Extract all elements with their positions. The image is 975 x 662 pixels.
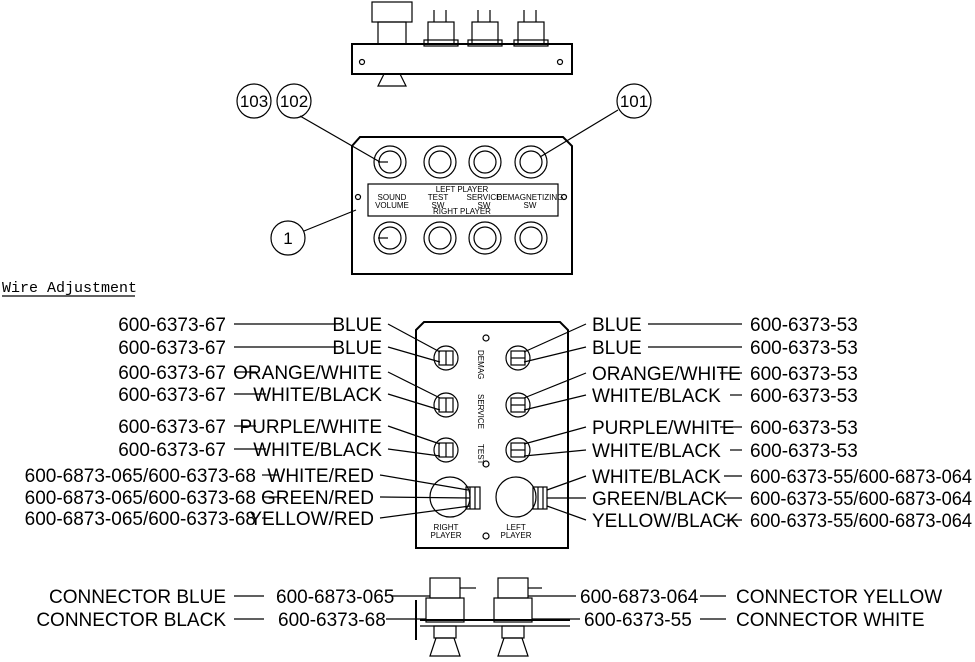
leader-1 bbox=[303, 209, 357, 232]
bottom-panel-right-label: RIGHT bbox=[434, 523, 459, 532]
connector-part: 600-6373-68 bbox=[278, 610, 386, 631]
connector-part: 600-6373-55 bbox=[584, 610, 692, 631]
right-wire-color: ORANGE/WHITE bbox=[592, 364, 741, 385]
switch-test-right-player bbox=[433, 437, 459, 463]
right-wire-part: 600-6373-55/600-6873-064 bbox=[750, 467, 972, 488]
switch-test-left-player bbox=[505, 437, 531, 463]
left-wire-color: BLUE bbox=[332, 338, 382, 359]
callout-1: 1 bbox=[270, 220, 306, 256]
connector-name: CONNECTOR BLUE bbox=[49, 587, 226, 608]
top-panel-left-player: LEFT PLAYER bbox=[436, 185, 489, 194]
bottom-side-view bbox=[415, 577, 570, 657]
left-wire-color: YELLOW/RED bbox=[249, 509, 374, 530]
callout-103-label: 103 bbox=[240, 92, 268, 111]
leader-101 bbox=[539, 109, 619, 158]
top-panel-volume-label: VOLUME bbox=[375, 201, 409, 210]
bottom-panel-right-player-label: PLAYER bbox=[431, 531, 462, 540]
left-wire-list: 600-6373-67 BLUE 600-6373-67 BLUE 600-63… bbox=[25, 315, 471, 530]
callout-102-label: 102 bbox=[280, 92, 308, 111]
connector-labels-right: 600-6873-064 CONNECTOR YELLOW 600-6373-5… bbox=[528, 587, 942, 631]
left-wire-color: BLUE bbox=[332, 315, 382, 336]
top-panel-demag-label: DEMAGNETIZING bbox=[497, 193, 564, 202]
top-panel-demag-sw-label: SW bbox=[524, 201, 537, 210]
right-wire-part: 600-6373-53 bbox=[750, 364, 858, 385]
right-wire-part: 600-6373-53 bbox=[750, 338, 858, 359]
right-wire-part: 600-6373-53 bbox=[750, 315, 858, 336]
left-wire-part: 600-6373-67 bbox=[118, 385, 226, 406]
callout-101: 101 bbox=[616, 83, 652, 119]
sound-volume-knob-left bbox=[373, 145, 407, 179]
connector-part: 600-6873-065 bbox=[276, 587, 394, 608]
right-wire-part: 600-6373-53 bbox=[750, 418, 858, 439]
left-wire-part: 600-6373-67 bbox=[118, 440, 226, 461]
left-wire-color: WHITE/RED bbox=[267, 466, 374, 487]
sound-volume-knob-right bbox=[373, 221, 407, 255]
right-wire-color: PURPLE/WHITE bbox=[592, 418, 735, 439]
connector-labels-left: CONNECTOR BLUE 600-6873-065 CONNECTOR BL… bbox=[36, 587, 430, 631]
service-switch-right bbox=[468, 221, 502, 255]
left-wire-part: 600-6373-67 bbox=[118, 338, 226, 359]
switch-demag-left-player bbox=[505, 345, 531, 371]
connector-name: CONNECTOR WHITE bbox=[736, 610, 925, 631]
left-wire-color: PURPLE/WHITE bbox=[239, 417, 382, 438]
bottom-panel-left-player-label: PLAYER bbox=[501, 531, 532, 540]
bottom-panel-service: SERVICE bbox=[476, 394, 485, 429]
switch-service-right-player bbox=[433, 392, 459, 418]
left-wire-color: GREEN/RED bbox=[261, 488, 374, 509]
right-wire-color: BLUE bbox=[592, 315, 642, 336]
left-wire-part: 600-6373-67 bbox=[118, 363, 226, 384]
connector-part: 600-6873-064 bbox=[580, 587, 699, 608]
volume-left-player bbox=[495, 476, 548, 518]
right-wire-color: BLUE bbox=[592, 338, 642, 359]
right-wire-color: WHITE/BLACK bbox=[592, 441, 721, 462]
top-panel: LEFT PLAYER RIGHT PLAYER SOUND VOLUME TE… bbox=[351, 136, 573, 275]
right-wire-list: BLUE 600-6373-53 BLUE 600-6373-53 ORANGE… bbox=[523, 315, 972, 532]
right-wire-color: YELLOW/BLACK bbox=[592, 511, 739, 532]
bottom-panel-left-label: LEFT bbox=[506, 523, 526, 532]
top-panel-right-player: RIGHT PLAYER bbox=[433, 207, 491, 216]
left-wire-part: 600-6373-67 bbox=[118, 315, 226, 336]
volume-right-player bbox=[429, 476, 481, 518]
left-wire-color: WHITE/BLACK bbox=[253, 440, 382, 461]
top-panel-service-label: SERVICE bbox=[467, 193, 502, 202]
callout-102: 102 bbox=[276, 83, 312, 119]
leader-102 bbox=[299, 115, 381, 163]
service-switch-left bbox=[468, 145, 502, 179]
callout-103: 103 bbox=[236, 83, 272, 119]
right-wire-color: GREEN/BLACK bbox=[592, 489, 727, 510]
connector-name: CONNECTOR YELLOW bbox=[736, 587, 942, 608]
bottom-panel-demag: DEMAG bbox=[476, 350, 485, 379]
test-switch-left bbox=[423, 145, 457, 179]
left-wire-part: 600-6873-065/600-6373-68 bbox=[25, 466, 256, 487]
demag-switch-right bbox=[514, 221, 548, 255]
right-wire-part: 600-6373-55/600-6873-064 bbox=[750, 489, 972, 510]
section-title: Wire Adjustment bbox=[2, 280, 137, 297]
switch-service-left-player bbox=[505, 392, 531, 418]
connector-name: CONNECTOR BLACK bbox=[36, 610, 226, 631]
top-panel-sound-label: SOUND bbox=[378, 193, 407, 202]
top-panel-test-label: TEST bbox=[428, 193, 449, 202]
callout-1-label: 1 bbox=[283, 229, 292, 248]
left-wire-part: 600-6873-065/600-6373-68 bbox=[25, 488, 256, 509]
right-wire-part: 600-6373-53 bbox=[750, 441, 858, 462]
left-wire-color: WHITE/BLACK bbox=[253, 385, 382, 406]
right-wire-part: 600-6373-53 bbox=[750, 386, 858, 407]
left-wire-part: 600-6373-67 bbox=[118, 417, 226, 438]
top-panel-service-sw-label: SW bbox=[478, 201, 491, 210]
top-panel-test-sw-label: SW bbox=[432, 201, 445, 210]
right-wire-part: 600-6373-55/600-6873-064 bbox=[750, 511, 972, 532]
switch-demag-right-player bbox=[433, 345, 459, 371]
demag-switch-left bbox=[514, 145, 548, 179]
bottom-panel: DEMAG SERVICE TEST RIGHT PLAYER LEFT PLA… bbox=[415, 321, 569, 549]
top-side-view bbox=[351, 1, 573, 87]
test-switch-right bbox=[423, 221, 457, 255]
right-wire-color: WHITE/BLACK bbox=[592, 467, 721, 488]
left-wire-color: ORANGE/WHITE bbox=[233, 363, 382, 384]
bottom-panel-test: TEST bbox=[476, 444, 485, 465]
callout-101-label: 101 bbox=[620, 92, 648, 111]
left-wire-part: 600-6873-065/600-6373-68 bbox=[25, 509, 256, 530]
right-wire-color: WHITE/BLACK bbox=[592, 386, 721, 407]
